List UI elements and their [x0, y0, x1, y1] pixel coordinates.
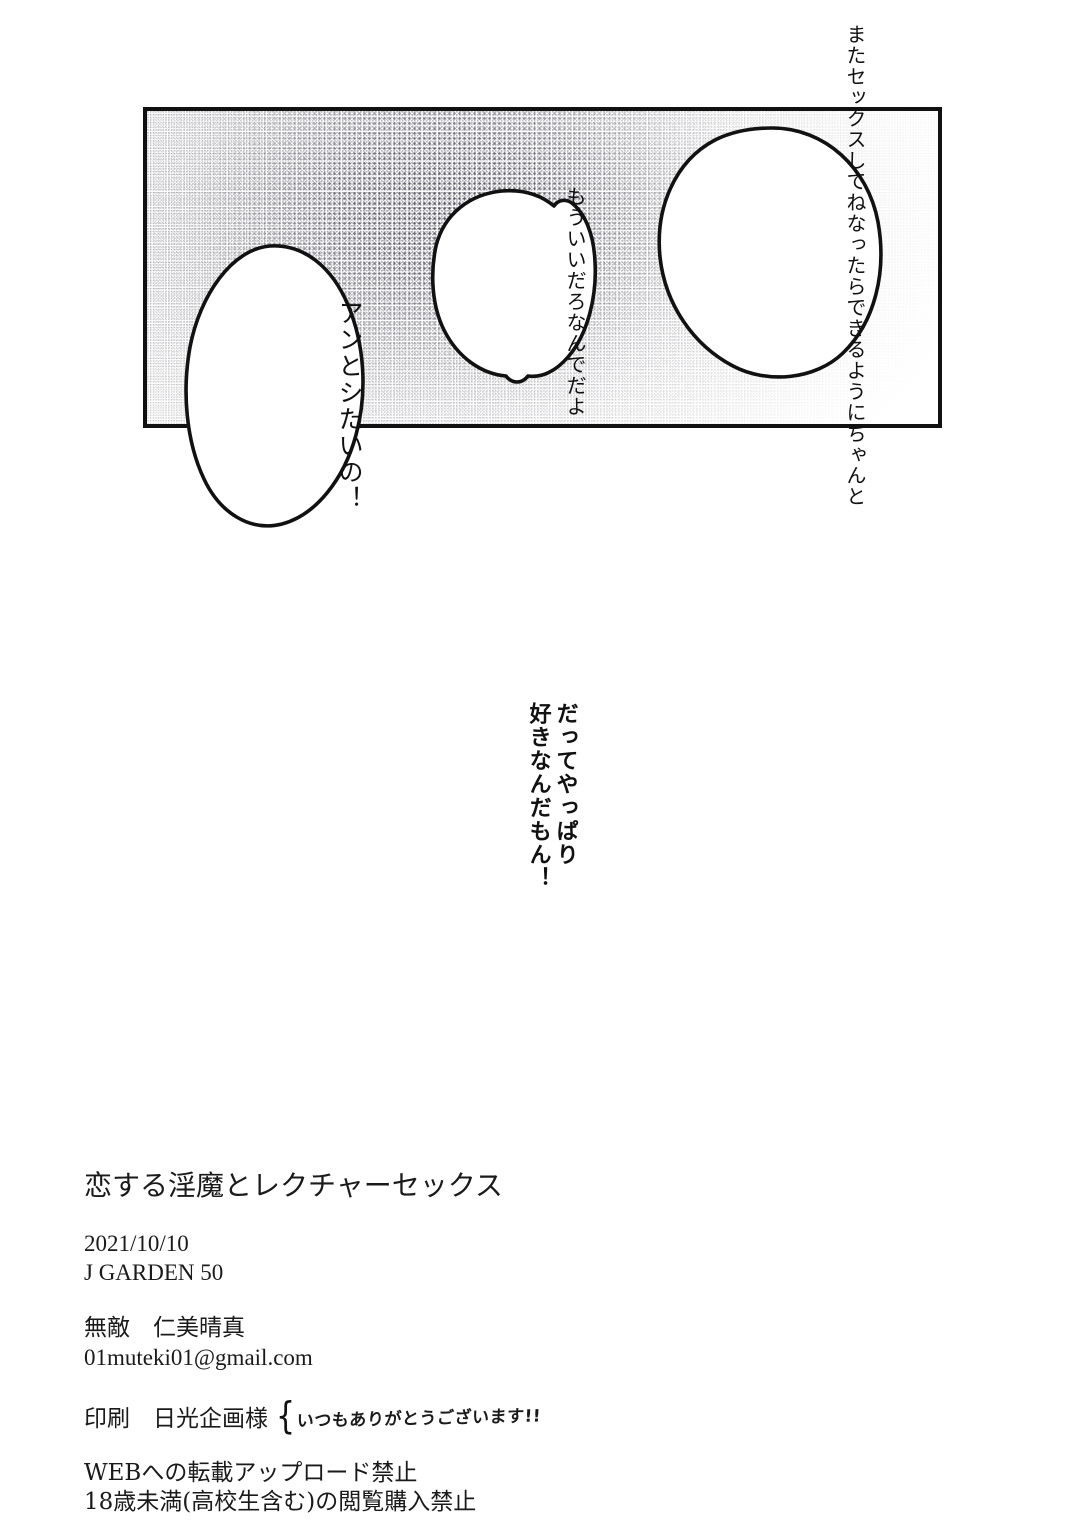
colophon: 恋する淫魔とレクチャーセックス 2021/10/10 J GARDEN 50 無… [84, 1168, 644, 1518]
event-name: J GARDEN 50 [84, 1260, 224, 1286]
speech-balloon-nande: なんでだよ もういいだろ [430, 186, 598, 417]
circle-and-author: 無敵 仁美晴真 [84, 1314, 245, 1341]
curly-brace-icon: { [276, 1394, 296, 1438]
balloon-outline-nande [430, 188, 598, 384]
restriction-block: WEBへの転載アップロード禁止 18歳未満(高校生含む)の閲覧購入禁止 [84, 1459, 644, 1518]
printer-handnote-text: いつもありがとうございます!! [296, 1406, 542, 1432]
speech-balloon-chanto: ちゃんと できるように なったら またセックスしてね [655, 24, 888, 507]
circle-block: 無敵 仁美晴真 01muteki01@gmail.com [84, 1314, 644, 1373]
speech-balloon-anto: アンとシたいの！ [182, 243, 368, 528]
restriction-web: WEBへの転載アップロード禁止 [84, 1459, 418, 1486]
balloon-outline-chanto [657, 126, 883, 379]
event-block: 2021/10/10 J GARDEN 50 [84, 1229, 644, 1288]
printer-block: 印刷 日光企画様 { いつもありがとうございます!! [84, 1397, 644, 1435]
release-date: 2021/10/10 [84, 1231, 189, 1256]
restriction-age: 18歳未満(高校生含む)の閲覧購入禁止 [84, 1489, 477, 1516]
balloon-outline-anto [184, 244, 365, 528]
monologue-line-2: 好きなんだもん！ [525, 702, 552, 890]
printer-handnote: { いつもありがとうございます!! [276, 1397, 542, 1435]
monologue-line-1: だってやっぱり [552, 702, 579, 867]
doujinshi-title: 恋する淫魔とレクチャーセックス [84, 1169, 503, 1202]
monologue-text: だってやっぱり 好きなんだもん！ [498, 592, 605, 890]
printer-label: 印刷 日光企画様 [84, 1405, 268, 1432]
contact-email: 01muteki01@gmail.com [84, 1345, 313, 1371]
